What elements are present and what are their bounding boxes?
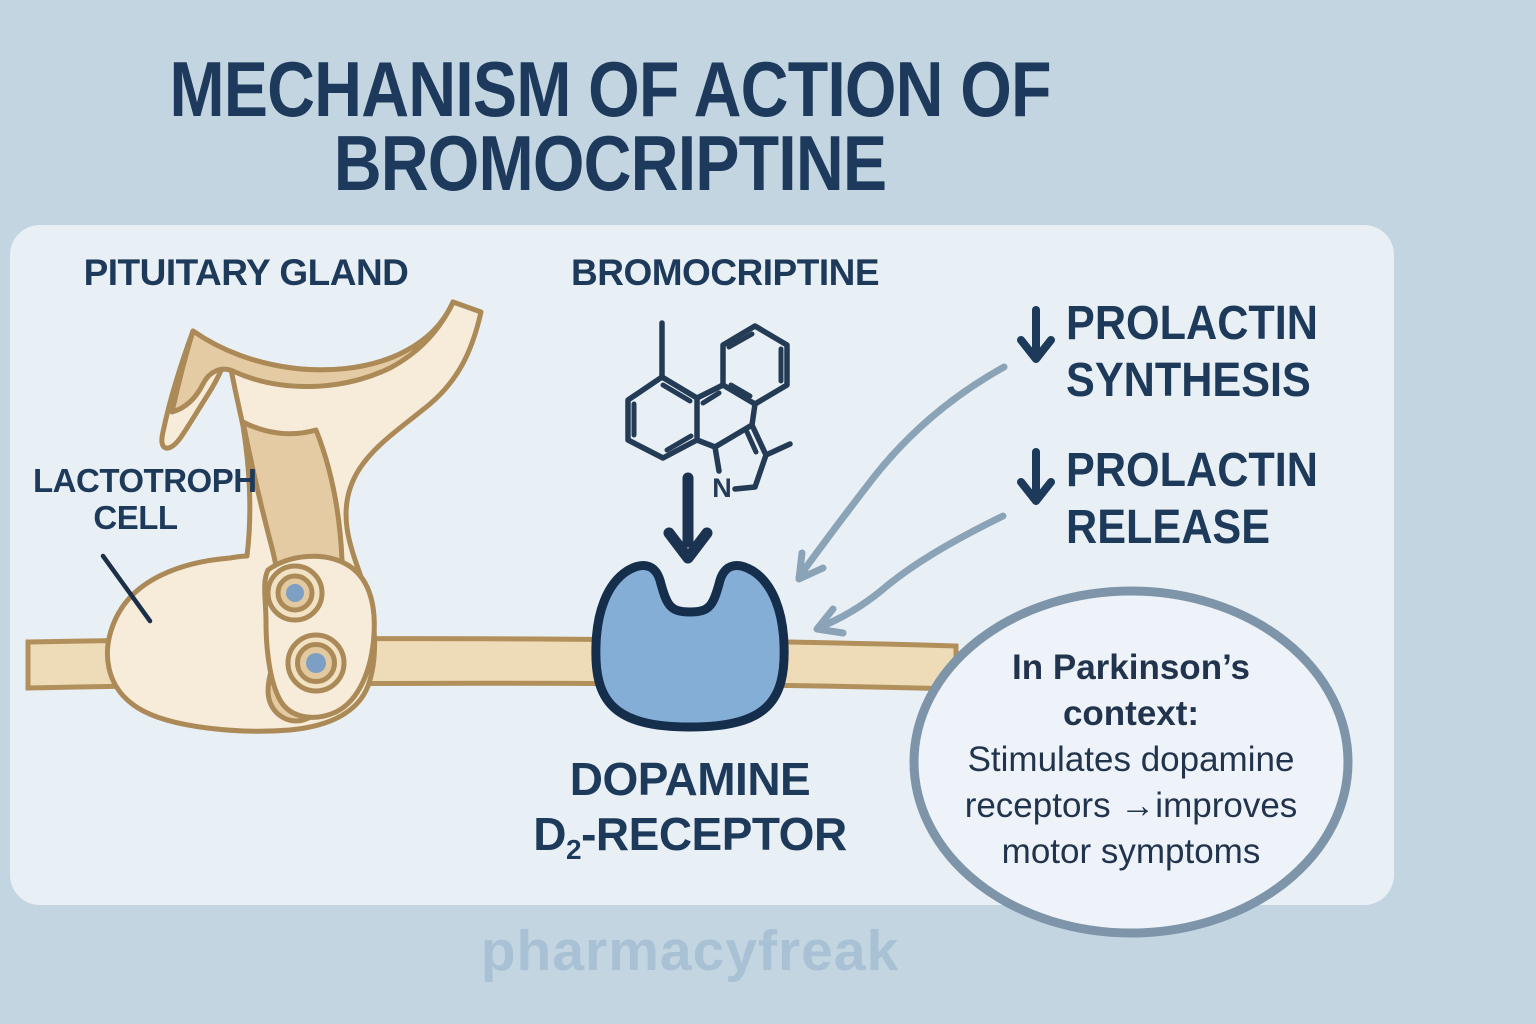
watermark: pharmacyfreak bbox=[480, 919, 900, 983]
page-title-line1: MECHANISM OF ACTION OF bbox=[169, 45, 1051, 133]
note-line1: In Parkinson’s bbox=[1012, 648, 1250, 687]
receptor-rest: -RECEPTOR bbox=[581, 808, 847, 860]
prolactin-synthesis-label: PROLACTIN SYNTHESIS bbox=[1066, 295, 1318, 409]
parkinsons-note-text: In Parkinson’s context: Stimulates dopam… bbox=[936, 645, 1326, 875]
receptor-d: D bbox=[533, 808, 567, 860]
prolactin-release-line2: RELEASE bbox=[1066, 501, 1271, 554]
note-line2: context: bbox=[1062, 694, 1200, 733]
lactotroph-cell-label-line1: LACTOTROPH bbox=[33, 462, 257, 499]
pituitary-gland-label: PITUITARY GLAND bbox=[83, 252, 409, 293]
dopamine-receptor-label-line1: DOPAMINE bbox=[569, 753, 811, 805]
lactotroph-cell-label-line2: CELL bbox=[93, 499, 178, 536]
prolactin-release-label: PROLACTIN RELEASE bbox=[1066, 442, 1318, 556]
page-title: MECHANISM OF ACTION OF BROMOCRIPTINE bbox=[15, 45, 1205, 207]
bromocriptine-label: BROMOCRIPTINE bbox=[571, 252, 880, 293]
lactotroph-cell-label: LACTOTROPH CELL bbox=[33, 462, 257, 536]
dopamine-receptor-label-line2: D2-RECEPTOR bbox=[480, 807, 900, 877]
dopamine-receptor-label: DOPAMINE D2-RECEPTOR bbox=[480, 752, 900, 877]
prolactin-synthesis-line1: PROLACTIN bbox=[1066, 297, 1318, 350]
prolactin-synthesis-line2: SYNTHESIS bbox=[1066, 354, 1311, 407]
page-title-line2: BROMOCRIPTINE bbox=[333, 119, 887, 207]
receptor-subscript: 2 bbox=[566, 834, 582, 865]
note-line3: Stimulates dopamine bbox=[967, 740, 1295, 779]
prolactin-release-line1: PROLACTIN bbox=[1066, 444, 1318, 497]
note-line4: receptors →improves bbox=[964, 786, 1298, 825]
note-line5: motor symptoms bbox=[1001, 832, 1261, 871]
